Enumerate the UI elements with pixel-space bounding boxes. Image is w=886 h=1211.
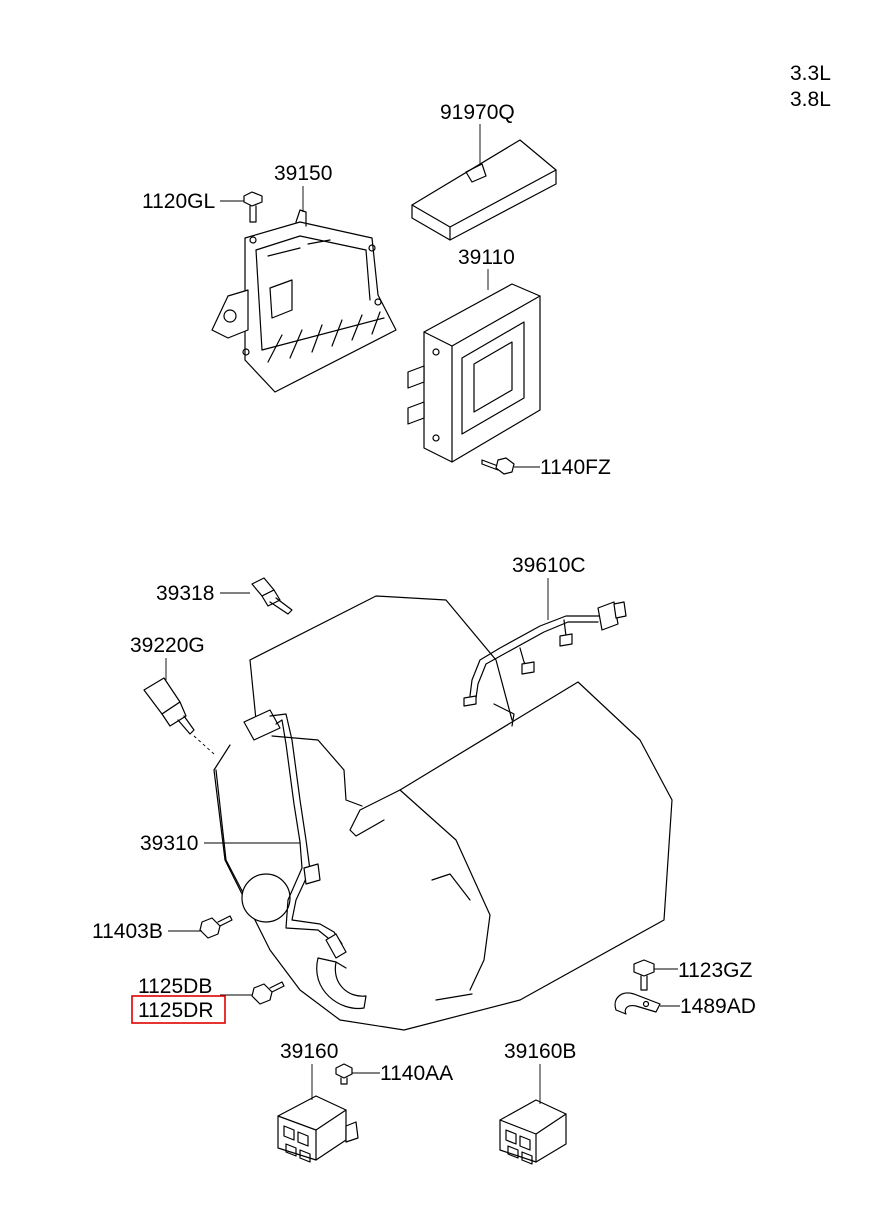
clamp-1489ad <box>614 992 661 1015</box>
sensor-39220g <box>143 677 215 755</box>
label-1125dr[interactable]: 1125DR <box>138 999 214 1022</box>
ecu-cover-91970q <box>411 139 557 241</box>
label-1140fz: 1140FZ <box>540 456 611 479</box>
label-91970q: 91970Q <box>440 101 515 124</box>
engine-tag-3-3l: 3.3L <box>790 62 831 85</box>
ecu-39110 <box>407 283 541 463</box>
label-39160b: 39160B <box>504 1040 576 1063</box>
label-1123gz: 1123GZ <box>678 959 752 982</box>
label-39310: 39310 <box>140 832 198 855</box>
label-11403b: 11403B <box>92 920 163 943</box>
bolt-1120gl <box>243 191 263 223</box>
bolt-1125db <box>251 981 285 1005</box>
relay-39160 <box>277 1095 359 1163</box>
label-39318: 39318 <box>156 582 214 605</box>
label-39610c: 39610C <box>512 554 586 577</box>
label-1125db: 1125DB <box>138 975 212 998</box>
engine-block <box>213 595 673 1031</box>
label-39150: 39150 <box>274 162 332 185</box>
highlight-box-1125dr <box>131 995 226 1024</box>
harness-39610c <box>463 601 627 707</box>
engine-tag-3-8l: 3.8L <box>790 88 831 111</box>
label-1489ad: 1489AD <box>680 995 756 1018</box>
harness-39310 <box>243 709 347 959</box>
ecu-bracket-39150 <box>211 209 397 393</box>
relay-39160b <box>499 1099 567 1165</box>
label-1140aa: 1140AA <box>380 1062 453 1085</box>
sensor-39318 <box>251 577 293 615</box>
label-1120gl: 1120GL <box>142 190 215 213</box>
label-39110: 39110 <box>458 246 515 269</box>
bolt-1123gz <box>633 959 655 991</box>
bolt-1140fz <box>481 457 515 475</box>
bolt-11403b <box>199 915 233 939</box>
bolt-1140aa <box>335 1063 353 1085</box>
label-39220g: 39220G <box>130 634 205 657</box>
label-39160: 39160 <box>280 1040 338 1063</box>
